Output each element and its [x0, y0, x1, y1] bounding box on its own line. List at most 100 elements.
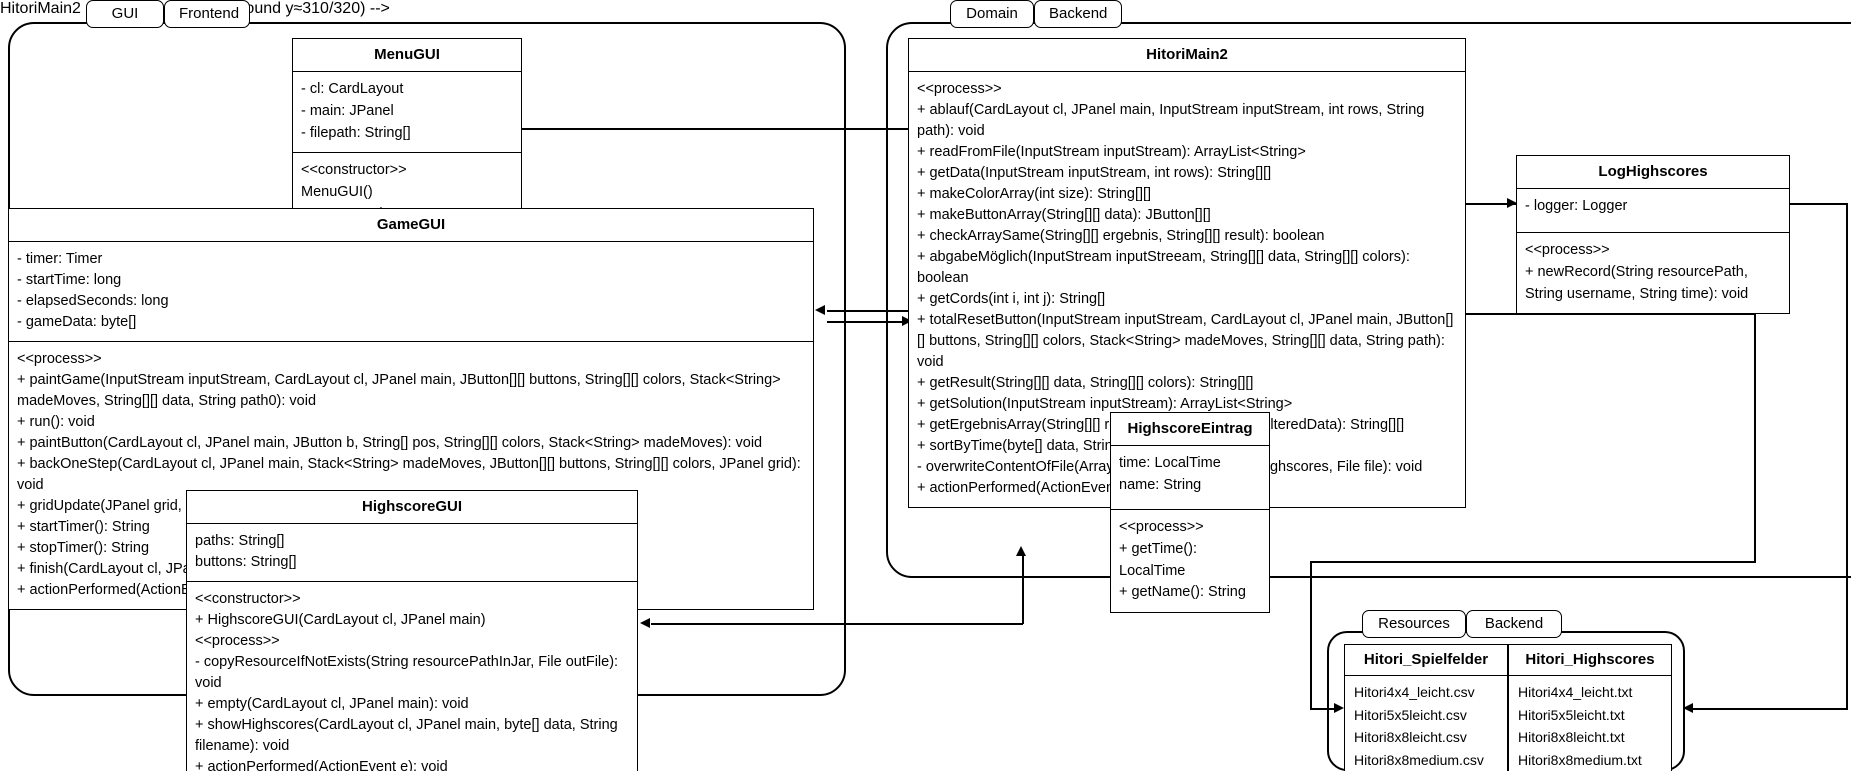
attribute: - cl: CardLayout	[301, 81, 404, 97]
file-item: Hitori4x4_leicht.txt	[1518, 684, 1633, 700]
operation: + getSolution(InputStream inputStream): …	[917, 396, 1293, 413]
attribute: - main: JPanel	[301, 102, 394, 119]
operation: + actionPerformed(ActionEvent e): void	[195, 759, 448, 771]
class-highscoregui[interactable]: HighscoreGUI paths: String[] buttons: St…	[186, 490, 638, 771]
connector-hitorimain2-down-to-highscoregui	[1022, 553, 1024, 624]
tab-frontend[interactable]: Frontend	[164, 0, 250, 28]
class-hitori-spielfelder-files: Hitori4x4_leicht.csv Hitori5x5leicht.csv…	[1345, 676, 1507, 771]
class-highscoreeintrag-attributes: time: LocalTime name: String	[1111, 446, 1269, 509]
connector-hitorimain2-loghighscores	[1466, 203, 1516, 205]
attribute: - logger: Logger	[1525, 198, 1628, 214]
connector-to-spielfelder-horizontal	[1310, 708, 1340, 710]
operation: + newRecord(String resourcePath, String …	[1525, 263, 1749, 302]
class-hitori-highscores-title: Hitori_Highscores	[1509, 645, 1671, 676]
file-item: Hitori8x8medium.txt	[1518, 752, 1642, 769]
tab-backend[interactable]: Backend	[1034, 0, 1122, 28]
class-highscoregui-operations: <<constructor>> + HighscoreGUI(CardLayou…	[187, 581, 637, 771]
class-loghighscores[interactable]: LogHighscores - logger: Logger <<process…	[1516, 155, 1790, 315]
connector-secondary-rail-vertical	[1754, 313, 1756, 563]
stereotype: <<process>>	[17, 351, 102, 368]
arrowhead-to-hitori-highscores	[1683, 703, 1693, 713]
operation: + run(): void	[17, 414, 95, 431]
class-hitori-highscores-files: Hitori4x4_leicht.txt Hitori5x5leicht.txt…	[1509, 676, 1671, 771]
arrowhead-to-highscoregui	[640, 618, 650, 628]
connector-to-spielfelder-vertical	[1310, 561, 1312, 709]
class-gamegui-operations: <<process>> + paintGame(InputStream inpu…	[9, 341, 813, 609]
connector-menugui-hitorimain2	[418, 128, 1022, 130]
class-gamegui-attributes: - timer: Timer - startTime: long - elaps…	[9, 242, 813, 341]
operation: + abgabeMöglich(InputStream inputStreeam…	[917, 249, 1410, 287]
operation: + readFromFile(InputStream inputStream):…	[917, 144, 1306, 161]
class-highscoreeintrag-title: HighscoreEintrag	[1111, 413, 1269, 446]
stereotype: <<process>>	[1119, 519, 1204, 535]
attribute: - timer: Timer	[17, 251, 103, 267]
file-item: Hitori8x8leicht.csv	[1354, 729, 1467, 746]
arrowhead-to-hitori-spielfelder	[1334, 703, 1344, 713]
operation: + empty(CardLayout cl, JPanel main): voi…	[195, 696, 469, 713]
operation: MenuGUI()	[301, 184, 373, 200]
operation: + getResult(String[][] data, String[][] …	[917, 375, 1254, 392]
stereotype: <<process>>	[917, 81, 1002, 97]
tab-gui[interactable]: GUI	[86, 0, 164, 28]
operation: - copyResourceIfNotExists(String resourc…	[195, 654, 619, 692]
attribute: - filepath: String[]	[301, 124, 411, 141]
stereotype: <<process>>	[1525, 242, 1610, 258]
tab-domain[interactable]: Domain	[950, 0, 1034, 28]
operation: + getCords(int i, int j): String[]	[917, 291, 1106, 308]
arrowhead-to-hitorimain2-left	[902, 316, 912, 326]
file-item: Hitori8x8leicht.txt	[1518, 729, 1625, 746]
stereotype: <<constructor>>	[195, 591, 301, 608]
operation: + HighscoreGUI(CardLayout cl, JPanel mai…	[195, 612, 486, 629]
frontend-package-tabs: GUI Frontend	[86, 0, 250, 28]
class-hitori-highscores[interactable]: Hitori_Highscores Hitori4x4_leicht.txt H…	[1508, 644, 1672, 771]
operation: + backOneStep(CardLayout cl, JPanel main…	[17, 456, 801, 494]
attribute: time: LocalTime	[1119, 455, 1221, 471]
operation: + ablauf(CardLayout cl, JPanel main, Inp…	[917, 102, 1425, 140]
arrowhead-to-gamegui	[815, 305, 825, 315]
class-menugui-title: MenuGUI	[293, 39, 521, 72]
connector-right-rail-to-highscores	[1693, 708, 1848, 710]
resources-package-tabs: Resources Backend	[1362, 610, 1562, 638]
class-highscoreeintrag[interactable]: HighscoreEintrag time: LocalTime name: S…	[1110, 412, 1270, 613]
class-loghighscores-title: LogHighscores	[1517, 156, 1789, 189]
class-hitorimain2-operations: <<process>> + ablauf(CardLayout cl, JPan…	[909, 72, 1465, 507]
operation: + paintGame(InputStream inputStream, Car…	[17, 372, 781, 410]
backend-package-tabs: Domain Backend	[950, 0, 1122, 28]
operation: + getData(InputStream inputStream, int r…	[917, 165, 1272, 182]
stereotype: <<constructor>>	[301, 162, 407, 179]
class-highscoregui-attributes: paths: String[] buttons: String[]	[187, 524, 637, 581]
attribute: - gameData: byte[]	[17, 314, 137, 331]
connector-gamegui-hitorimain2-top	[827, 310, 912, 312]
class-loghighscores-attributes: - logger: Logger	[1517, 189, 1789, 232]
file-item: Hitori5x5leicht.txt	[1518, 706, 1625, 723]
attribute: buttons: String[]	[195, 554, 297, 571]
class-menugui[interactable]: MenuGUI - cl: CardLayout - main: JPanel …	[292, 38, 522, 235]
attribute: paths: String[]	[195, 533, 285, 549]
arrowhead-to-hitorimain2-bottom	[1016, 546, 1026, 556]
class-highscoreeintrag-operations: <<process>> + getTime(): LocalTime + get…	[1111, 509, 1269, 612]
file-item: Hitori8x8medium.csv	[1354, 752, 1484, 769]
connector-to-highscoregui-horizontal	[651, 623, 1023, 625]
class-hitorimain2-title: HitoriMain2	[909, 39, 1465, 72]
class-menugui-attributes: - cl: CardLayout - main: JPanel - filepa…	[293, 72, 521, 152]
arrowhead-to-loghighscores	[1507, 198, 1517, 208]
operation: + actionPerformed(ActionEvent e): void	[917, 480, 1170, 497]
operation: + makeColorArray(int size): String[][]	[917, 186, 1152, 203]
tab-resources-backend[interactable]: Backend	[1466, 610, 1562, 638]
operation: + checkArraySame(String[][] ergebnis, St…	[917, 228, 1325, 245]
tab-resources[interactable]: Resources	[1362, 610, 1466, 638]
attribute: - elapsedSeconds: long	[17, 293, 169, 310]
class-hitorimain2[interactable]: HitoriMain2 <<process>> + ablauf(CardLay…	[908, 38, 1466, 509]
stereotype: <<process>>	[195, 633, 280, 650]
file-item: Hitori5x5leicht.csv	[1354, 706, 1467, 723]
connector-secondary-rail-horizontal	[1310, 561, 1756, 563]
operation: + getTime(): LocalTime	[1119, 540, 1198, 579]
operation: + paintButton(CardLayout cl, JPanel main…	[17, 435, 763, 452]
operation: + startTimer(): String	[17, 519, 150, 536]
backend-package-body	[886, 22, 1851, 578]
operation: + showHighscores(CardLayout cl, JPanel m…	[195, 717, 618, 755]
class-hitori-spielfelder[interactable]: Hitori_Spielfelder Hitori4x4_leicht.csv …	[1344, 644, 1508, 771]
class-loghighscores-operations: <<process>> + newRecord(String resourceP…	[1517, 232, 1789, 313]
connector-right-rail-vertical	[1846, 203, 1848, 709]
class-highscoregui-title: HighscoreGUI	[187, 491, 637, 524]
